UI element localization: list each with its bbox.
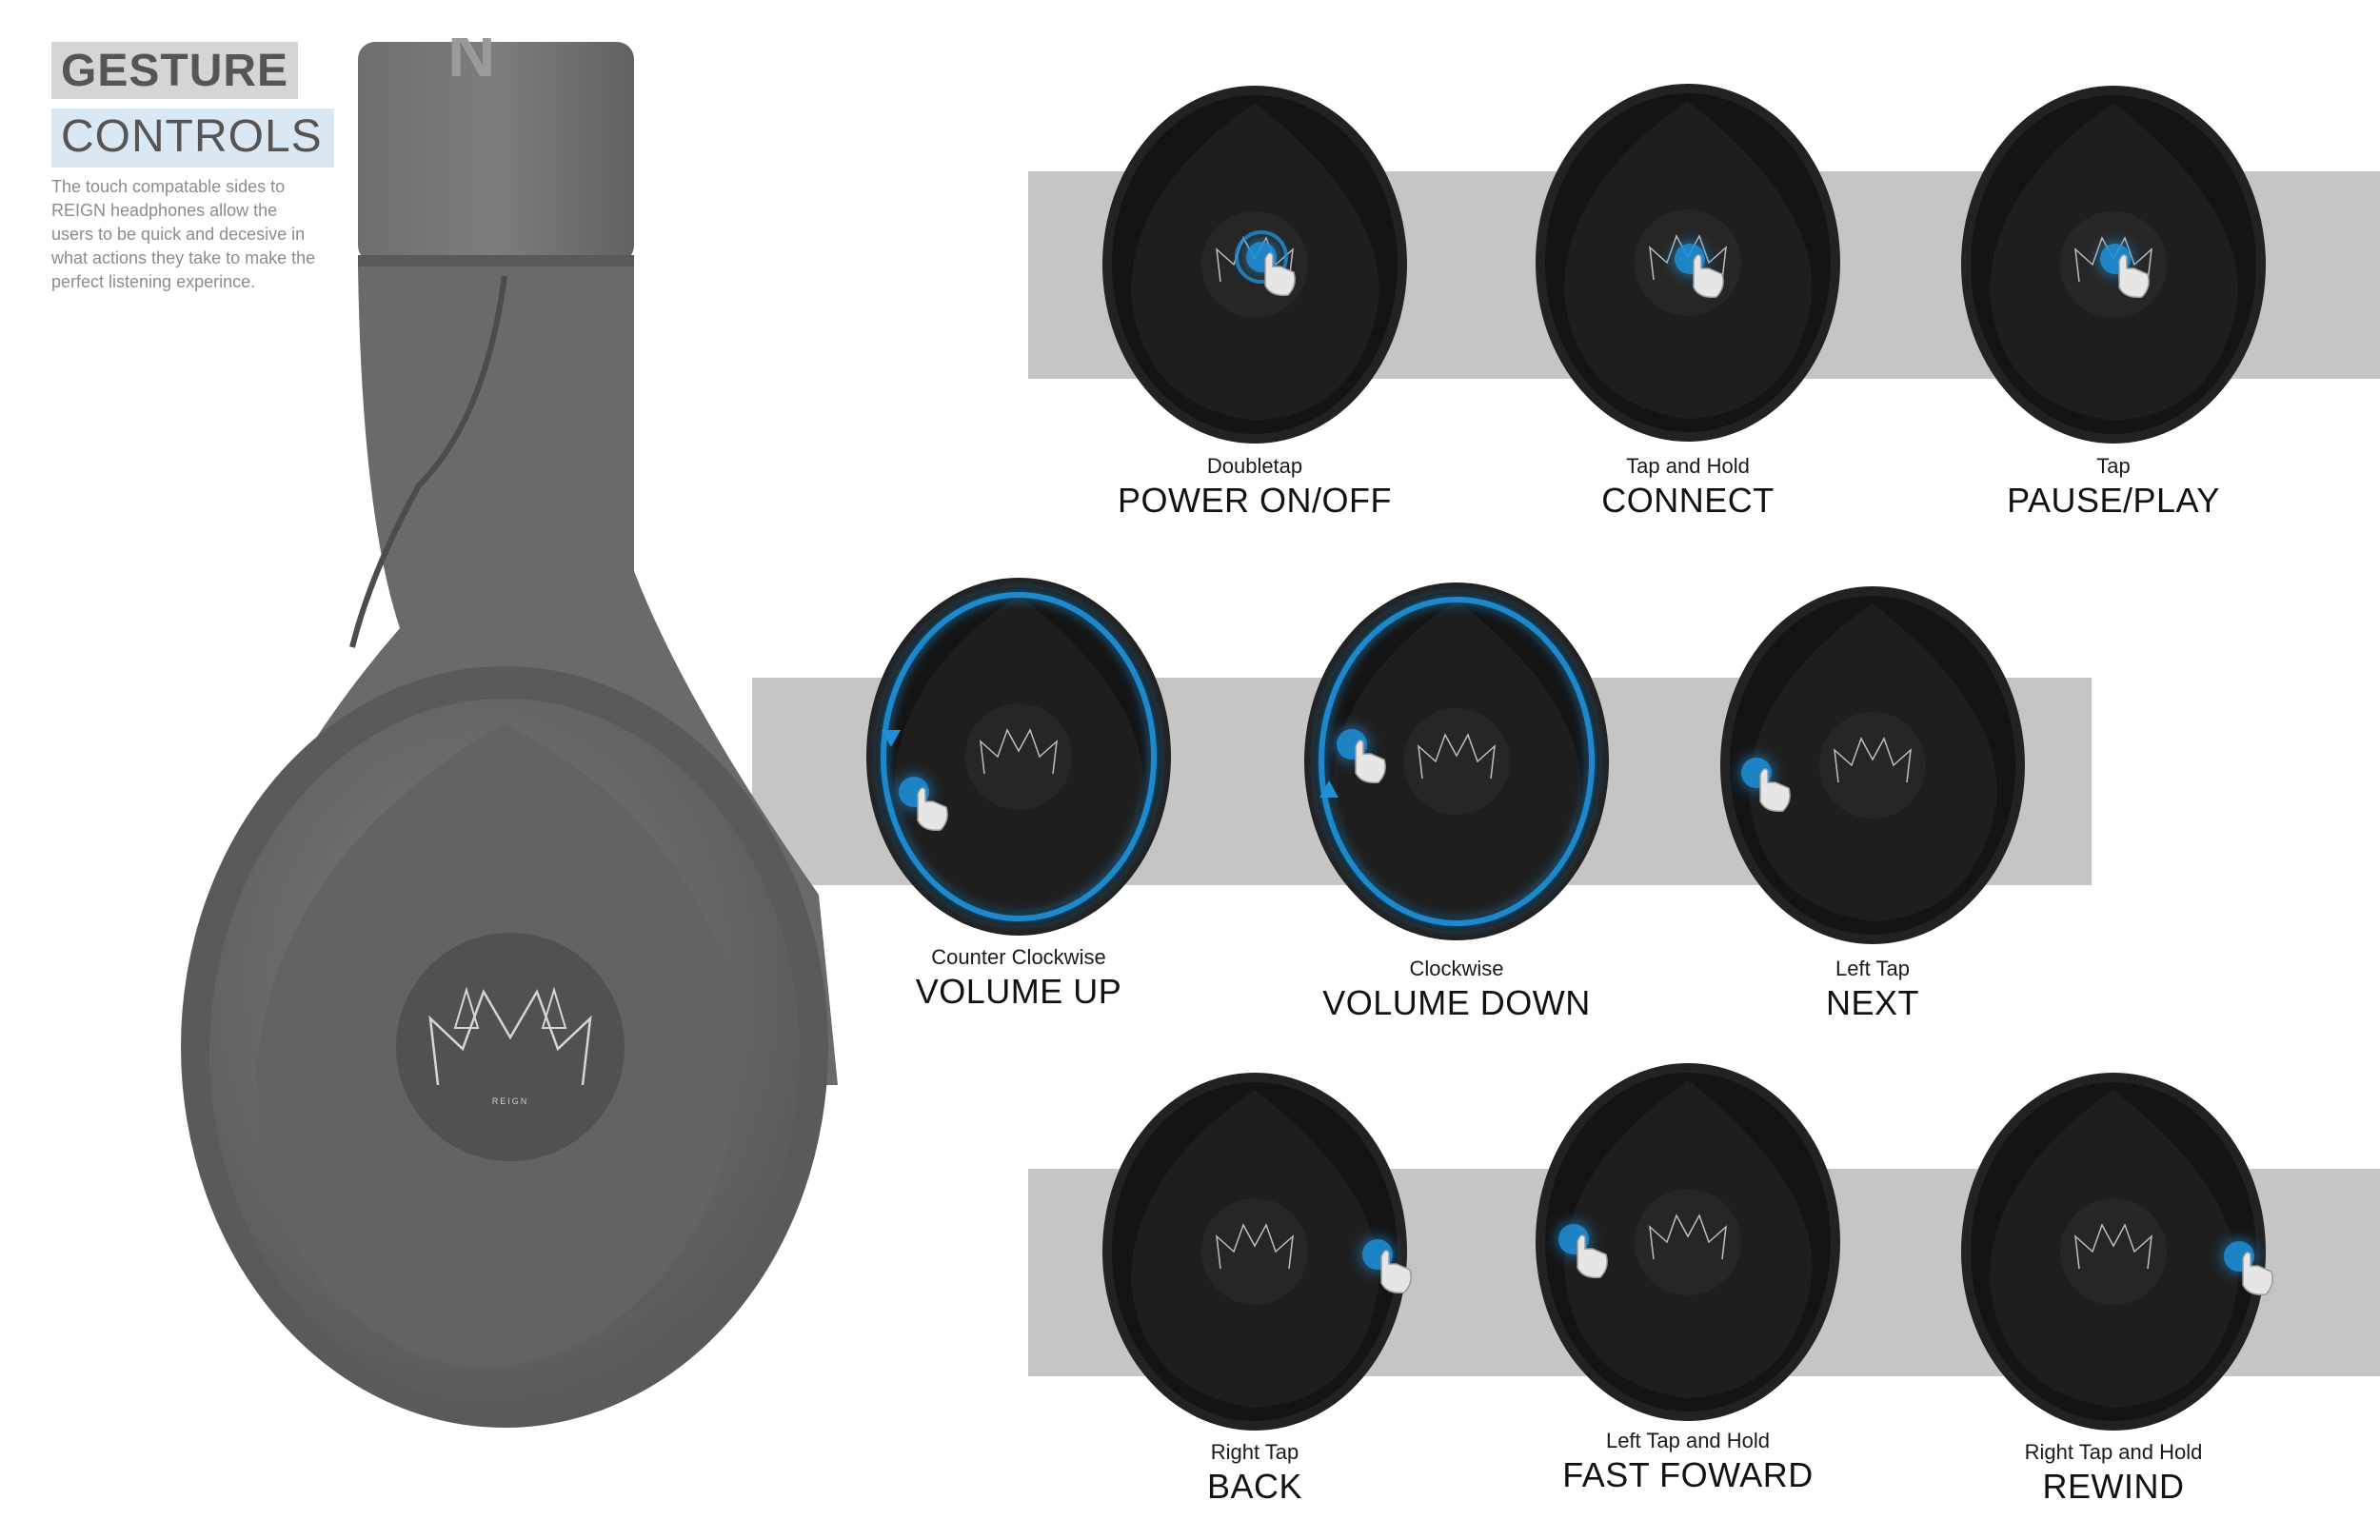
- crown-logo-icon: [1834, 737, 1912, 783]
- gesture-action: VOLUME DOWN: [1322, 983, 1591, 1022]
- gesture-action: PAUSE/PLAY: [2007, 481, 2220, 520]
- gesture-pod-2: [1536, 84, 1840, 442]
- gesture-name: Tap and Hold: [1626, 454, 1750, 478]
- title-gesture: GESTURE: [51, 42, 299, 99]
- gesture-action: NEXT: [1825, 983, 1920, 1022]
- title-controls: CONTROLS: [51, 109, 334, 168]
- counter-clockwise-ring-icon: [881, 592, 1157, 921]
- right-tap-hold-hand-icon: [2242, 1252, 2273, 1296]
- gesture-name: Right Tap and Hold: [2024, 1440, 2203, 1464]
- crown-logo-icon: [1216, 1223, 1294, 1270]
- description-text: The touch compatable sides to REIGN head…: [51, 177, 316, 291]
- counter-clockwise-ring-icon: [917, 787, 948, 832]
- headphone-side-view-illustration: N REIGN: [181, 38, 838, 1428]
- crown-logo-icon: [1649, 1214, 1727, 1260]
- gesture-name: Right Tap: [1210, 1440, 1299, 1464]
- clockwise-ring-icon: [1319, 597, 1595, 926]
- gesture-pod-8: [1536, 1063, 1840, 1421]
- gesture-pod-6: [1720, 586, 2025, 944]
- direction-arrow-icon: [1319, 780, 1339, 798]
- gesture-pod-4: [866, 578, 1171, 936]
- gesture-pod-9: [1961, 1073, 2273, 1431]
- title-block: GESTURE CONTROLS The touch compatable si…: [51, 42, 334, 294]
- right-tap-hand-icon: [1380, 1250, 1412, 1294]
- crown-logo-icon: [2074, 1223, 2152, 1270]
- gesture-pod-3: [1961, 86, 2266, 444]
- gesture-name: Counter Clockwise: [931, 945, 1106, 969]
- gesture-name: Tap: [2096, 454, 2131, 478]
- gesture-action: VOLUME UP: [915, 972, 1122, 1011]
- tap-hand-icon: [2118, 254, 2150, 299]
- gesture-name: Left Tap: [1835, 957, 1910, 980]
- gesture-name: Doubletap: [1206, 454, 1303, 478]
- gesture-action: FAST FOWARD: [1562, 1455, 1814, 1494]
- gesture-action: REWIND: [2042, 1467, 2185, 1506]
- gesture-name: Left Tap and Hold: [1605, 1429, 1771, 1452]
- crown-logo-icon: [1418, 733, 1496, 780]
- direction-arrow-icon: [882, 730, 901, 747]
- gesture-pod-7: [1102, 1073, 1412, 1431]
- double-tap-hand-icon: [1264, 252, 1296, 297]
- gesture-action: POWER ON/OFF: [1118, 481, 1392, 520]
- gesture-pod-5: [1304, 582, 1609, 940]
- crown-logo-icon: [980, 728, 1058, 775]
- hero-brand-text: REIGN: [492, 1096, 529, 1106]
- svg-text:N: N: [447, 38, 496, 90]
- clockwise-ring-icon: [1355, 740, 1386, 784]
- gesture-action: BACK: [1206, 1467, 1303, 1506]
- left-tap-hand-icon: [1759, 768, 1791, 813]
- tap-hold-hand-icon: [1693, 254, 1724, 299]
- gesture-action: CONNECT: [1601, 481, 1775, 520]
- gesture-pod-1: [1102, 86, 1407, 444]
- gesture-name: Clockwise: [1409, 957, 1504, 980]
- left-tap-hold-hand-icon: [1577, 1234, 1608, 1279]
